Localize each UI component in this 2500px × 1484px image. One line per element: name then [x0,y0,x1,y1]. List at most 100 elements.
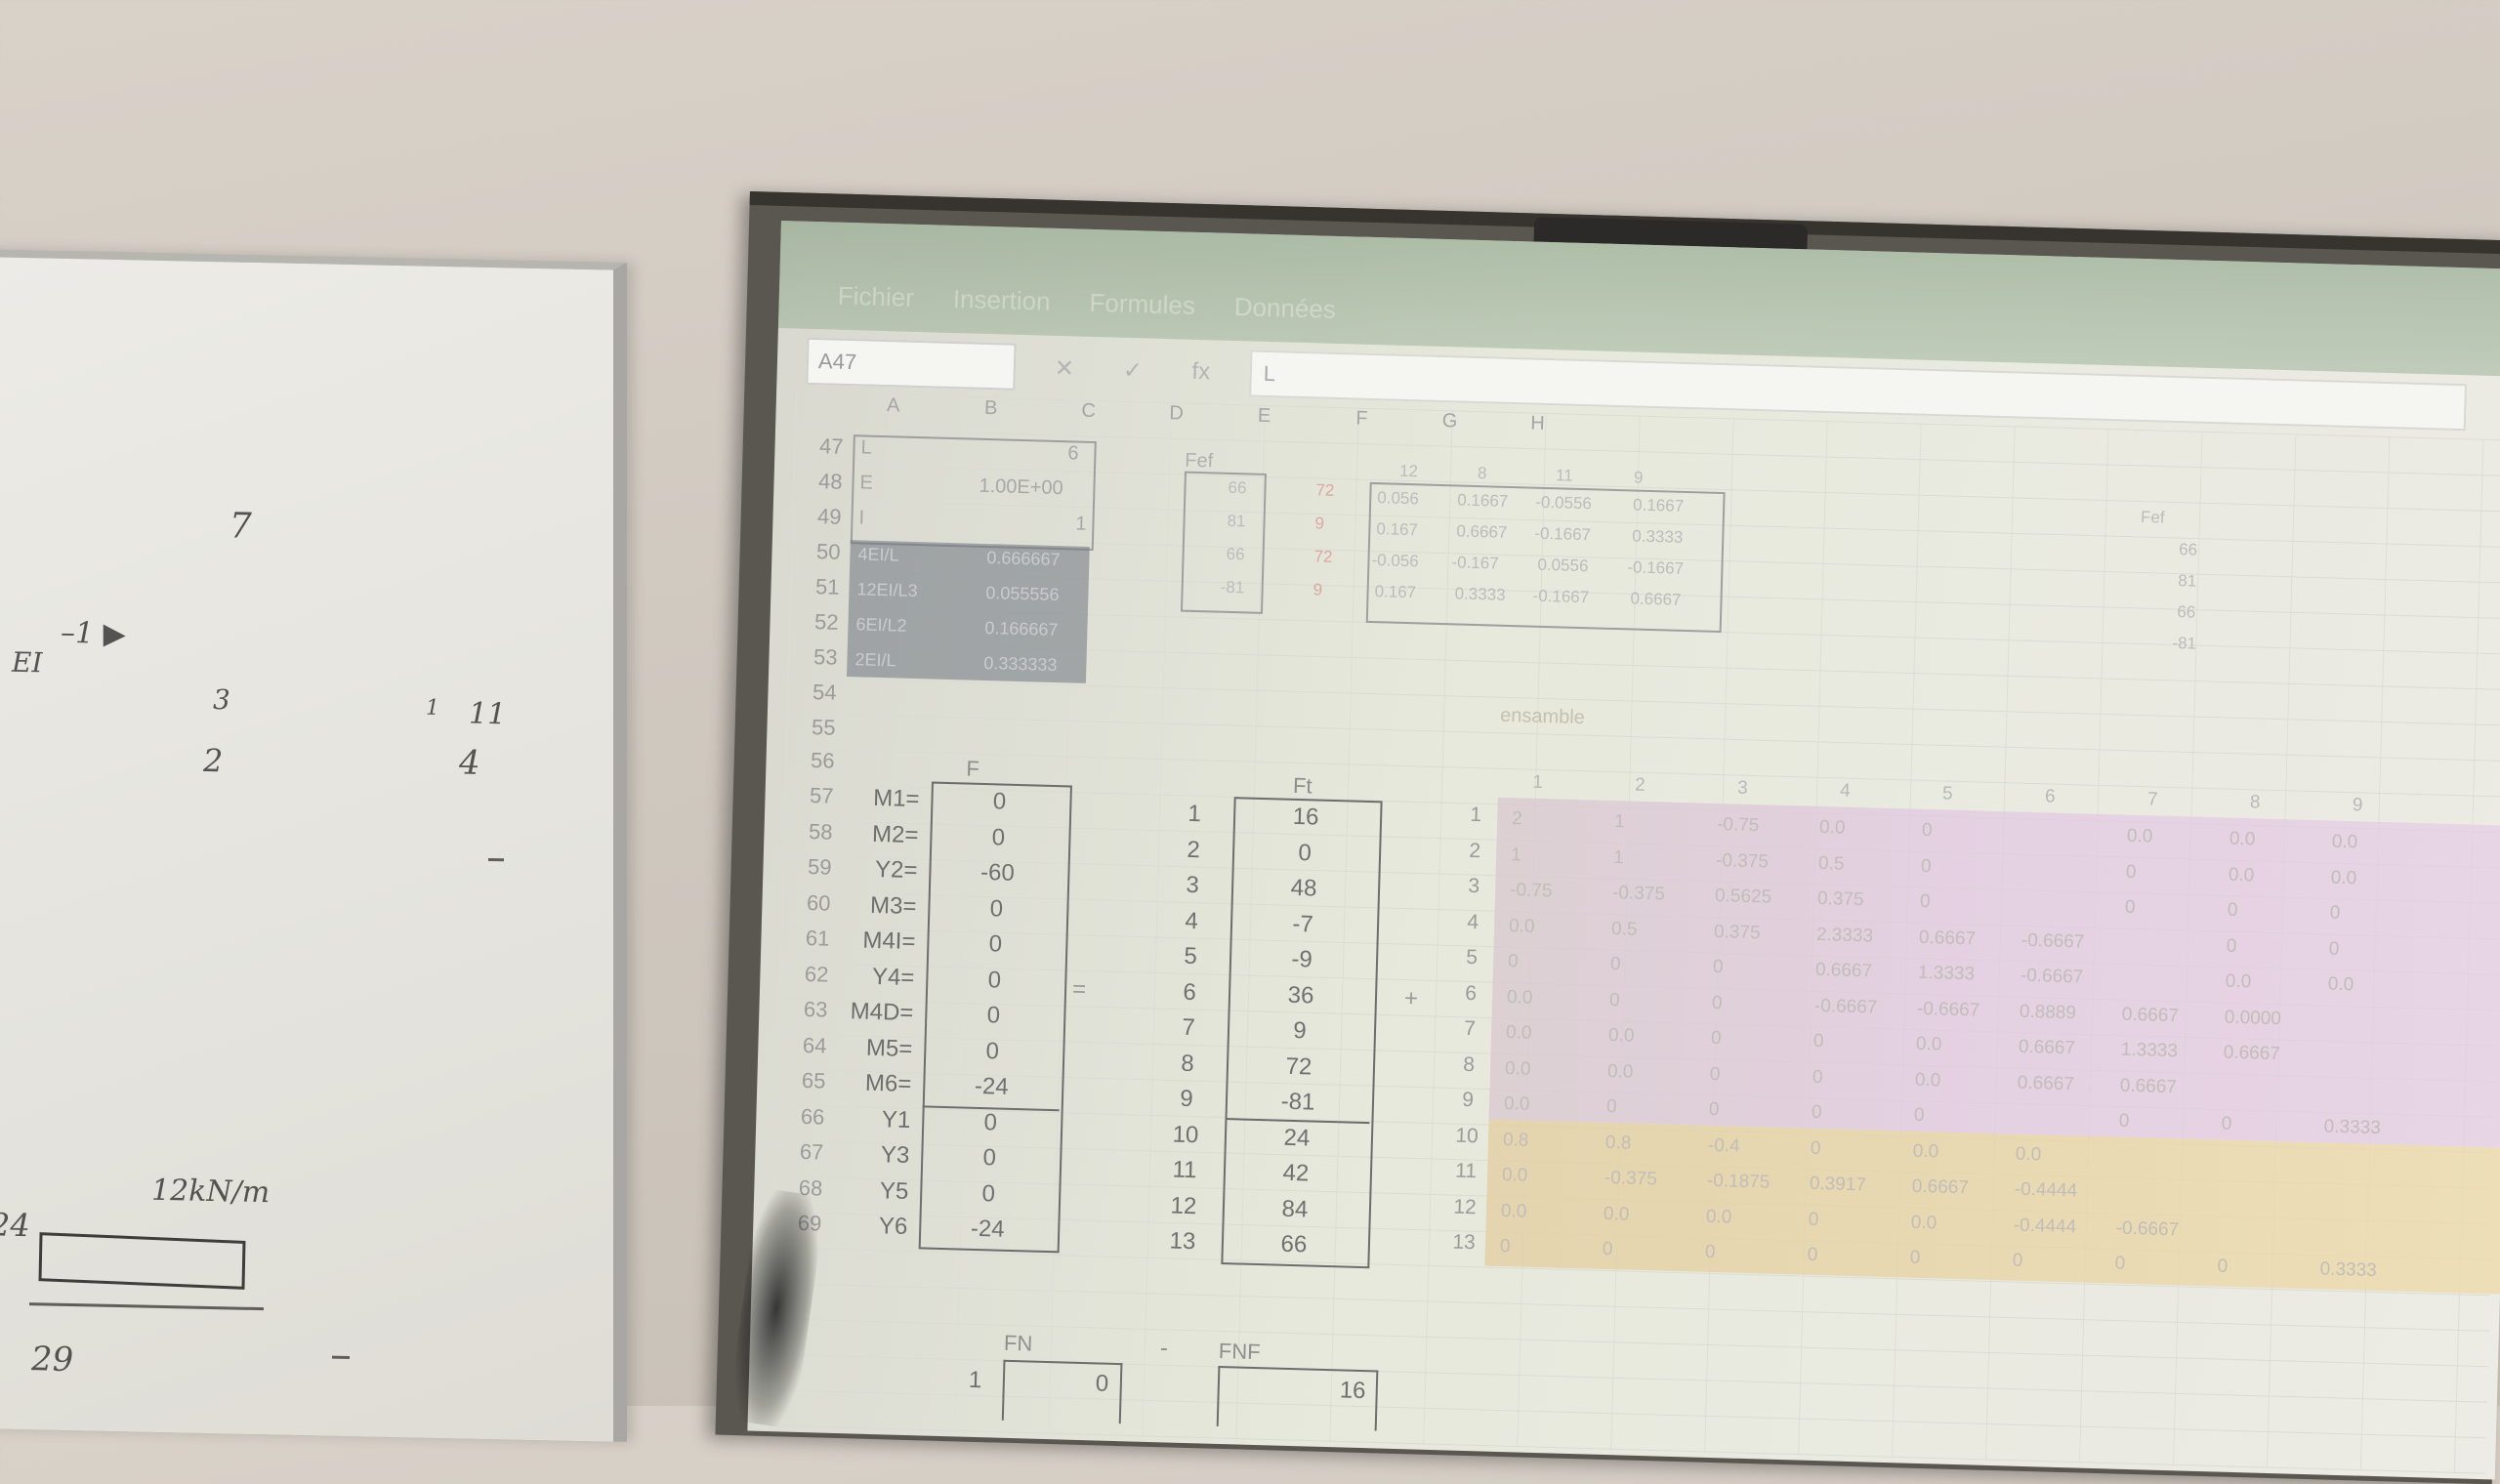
ensemble-cell[interactable]: 0 [2226,935,2237,957]
k-cell[interactable]: 0.167 [1374,582,1417,602]
ensemble-cell[interactable]: -0.6667 [2115,1217,2180,1240]
row-num[interactable]: 47 [818,433,844,459]
ensemble-cell[interactable]: 0.0 [2225,970,2252,993]
ensemble-cell[interactable]: 0 [2114,1253,2126,1274]
ft-index[interactable]: 8 [1181,1050,1195,1077]
col-header-g[interactable]: G [1441,409,1458,433]
ensemble-col-head[interactable]: 6 [2044,786,2056,807]
tab-data[interactable]: Données [1233,291,1337,324]
ensemble-cell[interactable]: -0.6667 [2020,965,2084,988]
ensemble-cell[interactable]: 0 [1808,1209,1819,1230]
ft-index[interactable]: 2 [1187,836,1201,863]
ensemble-cell[interactable]: 0 [1602,1238,1613,1260]
fef-value[interactable]: 81 [1227,511,1246,531]
row-num[interactable]: 64 [802,1032,827,1058]
f-row-value[interactable]: 0 [982,1144,997,1172]
ft-value[interactable]: 9 [1292,1016,1308,1045]
ensemble-cell[interactable]: 0.6667 [2121,1004,2180,1026]
col-header-f[interactable]: F [1355,407,1368,430]
coeff-label[interactable]: 2EI/L [854,649,896,671]
ft-value[interactable]: 84 [1281,1195,1309,1222]
k-cell[interactable]: -0.056 [1371,551,1419,571]
ensemble-cell[interactable]: 0 [1608,989,1620,1010]
ensemble-cell[interactable]: 0.0 [2015,1143,2042,1165]
ensemble-cell[interactable]: 0.6667 [1911,1175,1970,1199]
k-cell[interactable]: 0.056 [1377,488,1420,509]
ensemble-cell[interactable]: 0.0 [2126,825,2153,847]
enter-icon[interactable]: ✓ [1122,356,1144,384]
ensemble-cell[interactable]: 0 [2221,1113,2232,1134]
k-cell[interactable]: -0.167 [1451,553,1499,573]
ft-value[interactable]: -9 [1291,945,1313,973]
f-row-value[interactable]: 0 [989,894,1004,923]
row-num[interactable]: 58 [808,818,833,845]
col-header-d[interactable]: D [1169,402,1185,425]
k-cell[interactable]: 0.1667 [1632,495,1685,515]
ensemble-cell[interactable]: -0.375 [1604,1167,1658,1190]
ensemble-cell[interactable]: -0.6667 [1813,995,1878,1018]
param-label[interactable]: I [858,507,865,529]
f-row-label[interactable]: Y3 [880,1141,910,1170]
col-header-c[interactable]: C [1081,399,1097,423]
row-num[interactable]: 51 [814,574,840,599]
ensemble-col-head[interactable]: 2 [1634,774,1646,796]
fef-side[interactable]: 9 [1312,580,1323,599]
ensemble-cell[interactable]: 0.3333 [2323,1116,2382,1139]
right-fef-value[interactable]: 66 [2178,540,2198,559]
ensemble-cell[interactable]: 0 [1811,1101,1822,1124]
f-row-value[interactable]: 0 [985,1037,1000,1065]
ensemble-cell[interactable]: 0 [2012,1250,2023,1271]
ensemble-cell[interactable]: 0.0 [1606,1060,1634,1083]
ensemble-cell[interactable]: 0.0 [1503,1093,1530,1115]
ensemble-cell[interactable]: 0.6667 [2017,1072,2075,1094]
ensemble-cell[interactable]: 0.375 [1713,921,1761,943]
ft-index[interactable]: 4 [1185,907,1199,934]
ensemble-cell[interactable]: -0.4444 [2013,1215,2077,1237]
ensemble-col-head[interactable]: 7 [2146,789,2158,810]
ensemble-col-head[interactable]: 8 [2249,792,2261,813]
ensemble-row-head[interactable]: 5 [1466,945,1479,969]
ft-index[interactable]: 12 [1170,1192,1197,1219]
f-row-label[interactable]: M2= [871,820,919,848]
f-row-value[interactable]: -60 [979,858,1016,886]
ensemble-cell[interactable]: 0 [1712,956,1724,978]
row-num[interactable]: 65 [801,1067,826,1093]
ensemble-cell[interactable]: -0.6667 [1916,998,1980,1021]
ensemble-cell[interactable]: 0.0 [1501,1164,1528,1186]
f-row-value[interactable]: -24 [974,1072,1010,1100]
ensemble-cell[interactable]: 0 [2125,861,2137,883]
ensemble-row-head[interactable]: 12 [1453,1195,1478,1218]
ensemble-cell[interactable]: 0 [2227,899,2238,921]
f-row-label[interactable]: Y4= [871,963,915,991]
ensemble-cell[interactable]: 0 [2328,938,2340,960]
ensemble-cell[interactable]: 1.3333 [1917,962,1976,985]
ft-value[interactable]: 48 [1290,874,1317,902]
ensemble-cell[interactable]: 0.5 [1817,852,1845,875]
ft-index[interactable]: 7 [1182,1013,1196,1042]
ensemble-cell[interactable]: 0.6667 [2223,1042,2281,1065]
ensemble-row-head[interactable]: 11 [1454,1159,1478,1183]
f-row-label[interactable]: M5= [865,1034,913,1062]
ensemble-cell[interactable]: 0 [2217,1256,2229,1277]
f-row-value[interactable]: 0 [986,1002,1001,1029]
k-cell[interactable]: -0.1667 [1627,557,1685,578]
ensemble-cell[interactable]: -0.75 [1509,880,1553,902]
coeff-value[interactable]: 0.333333 [983,652,1058,676]
ensemble-cell[interactable]: 0 [1605,1095,1617,1118]
param-value[interactable]: 1.00E+00 [979,474,1063,500]
param-label[interactable]: E [859,472,874,494]
ensemble-cell[interactable]: 0.0 [1818,816,1846,839]
ensemble-cell[interactable]: 0 [2329,902,2341,924]
ensemble-cell[interactable]: 0.0 [1912,1140,1939,1162]
row-num[interactable]: 54 [812,680,837,705]
ensemble-cell[interactable]: 0 [1812,1030,1824,1052]
col-header-b[interactable]: B [983,396,998,420]
ensemble-col-head[interactable]: 3 [1736,777,1749,799]
k-cell[interactable]: 0.3333 [1454,584,1506,604]
ensemble-cell[interactable]: 0 [1920,855,1932,877]
k-cell[interactable]: 0.167 [1376,519,1419,540]
ensemble-cell[interactable]: 0 [1807,1244,1818,1266]
ensemble-cell[interactable]: 0 [1810,1137,1821,1159]
row-num[interactable]: 50 [815,539,841,564]
ensemble-row-head[interactable]: 4 [1467,910,1479,933]
